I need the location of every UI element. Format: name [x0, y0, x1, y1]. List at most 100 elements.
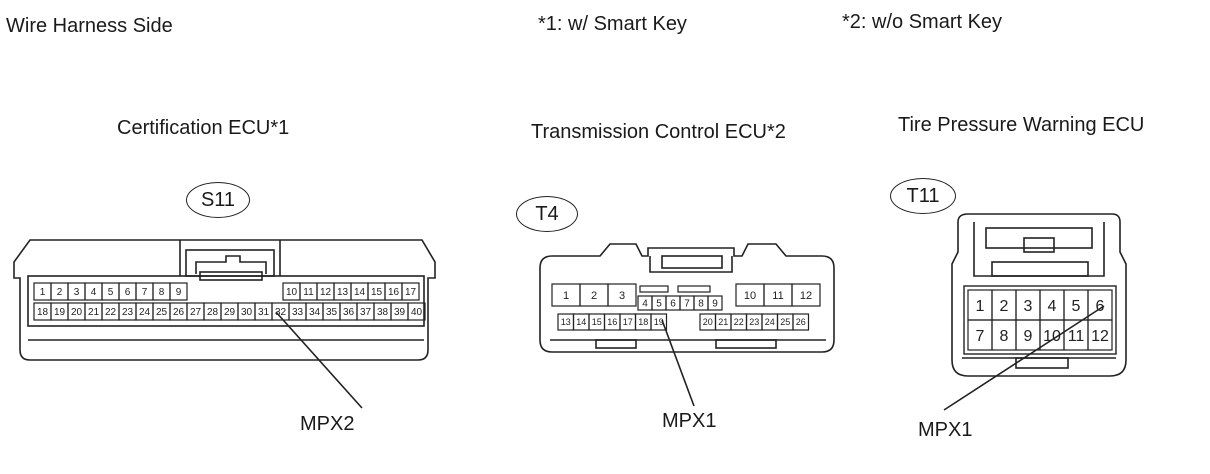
- svg-text:40: 40: [411, 307, 423, 318]
- t4-latch: [677, 285, 711, 293]
- svg-text:1: 1: [563, 290, 569, 302]
- svg-text:31: 31: [258, 307, 270, 318]
- svg-text:1: 1: [40, 287, 46, 298]
- t4-pin-8: 8: [693, 295, 709, 311]
- s11-pin-3: 3: [67, 282, 86, 301]
- svg-text:38: 38: [377, 307, 389, 318]
- t4-pin-3: 3: [607, 283, 637, 307]
- svg-text:13: 13: [337, 287, 349, 298]
- s11-pin-20: 20: [67, 302, 86, 321]
- svg-text:6: 6: [125, 287, 131, 298]
- s11-pin-26: 26: [169, 302, 188, 321]
- s11-pin-13: 13: [333, 282, 352, 301]
- svg-text:25: 25: [780, 317, 790, 327]
- note-smart-key: *1: w/ Smart Key: [538, 13, 687, 35]
- t4-pin-1: 1: [551, 283, 581, 307]
- s11-pin-8: 8: [152, 282, 171, 301]
- connector-code-t4: T4: [516, 196, 578, 232]
- svg-text:24: 24: [139, 307, 151, 318]
- svg-text:10: 10: [744, 290, 756, 302]
- svg-text:15: 15: [371, 287, 383, 298]
- svg-text:39: 39: [394, 307, 406, 318]
- s11-pin-19: 19: [50, 302, 69, 321]
- t4-pin-19: 19: [650, 313, 668, 331]
- svg-text:8: 8: [698, 299, 704, 310]
- s11-pin-34: 34: [305, 302, 324, 321]
- t4-pin-22: 22: [730, 313, 748, 331]
- svg-text:4: 4: [91, 287, 97, 298]
- s11-pin-5: 5: [101, 282, 120, 301]
- s11-pin-16: 16: [384, 282, 403, 301]
- svg-text:16: 16: [607, 317, 617, 327]
- harness-side-label: Wire Harness Side: [6, 15, 173, 37]
- s11-pin-36: 36: [339, 302, 358, 321]
- t4-pin-21: 21: [714, 313, 732, 331]
- svg-text:21: 21: [718, 317, 728, 327]
- s11-pin-35: 35: [322, 302, 341, 321]
- svg-text:24: 24: [765, 317, 775, 327]
- leader-line-mpx1-t4: [661, 319, 695, 407]
- note-no-smart-key: *2: w/o Smart Key: [842, 11, 1003, 33]
- svg-text:6: 6: [1096, 298, 1105, 315]
- svg-text:35: 35: [326, 307, 338, 318]
- s11-pin-4: 4: [84, 282, 103, 301]
- svg-text:14: 14: [354, 287, 366, 298]
- svg-text:18: 18: [37, 307, 49, 318]
- t11-pin-7: 7: [967, 319, 993, 351]
- svg-text:8: 8: [1000, 328, 1009, 345]
- t11-pin-2: 2: [991, 289, 1017, 321]
- svg-text:7: 7: [684, 299, 690, 310]
- s11-pin-6: 6: [118, 282, 137, 301]
- signal-label-mpx2: MPX2: [300, 413, 355, 435]
- s11-pin-10: 10: [282, 282, 301, 301]
- svg-text:3: 3: [74, 287, 80, 298]
- svg-text:2: 2: [591, 290, 597, 302]
- connector-code-t11: T11: [890, 178, 956, 214]
- svg-text:25: 25: [156, 307, 168, 318]
- t4-pin-12: 12: [791, 283, 821, 307]
- svg-text:9: 9: [1024, 328, 1033, 345]
- svg-text:3: 3: [619, 290, 625, 302]
- s11-pin-37: 37: [356, 302, 375, 321]
- s11-pin-39: 39: [390, 302, 409, 321]
- svg-text:4: 4: [1048, 298, 1057, 315]
- s11-pin-22: 22: [101, 302, 120, 321]
- svg-text:7: 7: [976, 328, 985, 345]
- svg-text:5: 5: [108, 287, 114, 298]
- s11-pin-38: 38: [373, 302, 392, 321]
- t4-pin-5: 5: [651, 295, 667, 311]
- connector-code-s11: S11: [186, 182, 250, 218]
- svg-text:37: 37: [360, 307, 372, 318]
- svg-text:36: 36: [343, 307, 355, 318]
- t11-pin-6: 6: [1087, 289, 1113, 321]
- leader-line-mpx2: [275, 311, 363, 409]
- t4-pin-15: 15: [588, 313, 606, 331]
- svg-text:4: 4: [642, 299, 648, 310]
- svg-text:27: 27: [190, 307, 202, 318]
- svg-text:12: 12: [800, 290, 812, 302]
- t11-pin-4: 4: [1039, 289, 1065, 321]
- svg-text:12: 12: [1091, 328, 1109, 345]
- svg-text:34: 34: [309, 307, 321, 318]
- s11-pin-21: 21: [84, 302, 103, 321]
- s11-pin-17: 17: [401, 282, 420, 301]
- s11-pin-24: 24: [135, 302, 154, 321]
- t4-pin-25: 25: [776, 313, 794, 331]
- s11-pin-18: 18: [33, 302, 52, 321]
- t4-pin-2: 2: [579, 283, 609, 307]
- svg-text:17: 17: [623, 317, 633, 327]
- s11-pin-11: 11: [299, 282, 318, 301]
- s11-pin-27: 27: [186, 302, 205, 321]
- svg-text:11: 11: [303, 287, 314, 298]
- svg-text:16: 16: [388, 287, 400, 298]
- s11-pin-25: 25: [152, 302, 171, 321]
- s11-pin-7: 7: [135, 282, 154, 301]
- svg-text:29: 29: [224, 307, 236, 318]
- t4-pin-16: 16: [603, 313, 621, 331]
- signal-label-mpx1-t4: MPX1: [662, 410, 717, 432]
- t4-pin-13: 13: [557, 313, 575, 331]
- svg-text:32: 32: [275, 307, 287, 318]
- svg-text:10: 10: [1043, 328, 1061, 345]
- t4-pin-10: 10: [735, 283, 765, 307]
